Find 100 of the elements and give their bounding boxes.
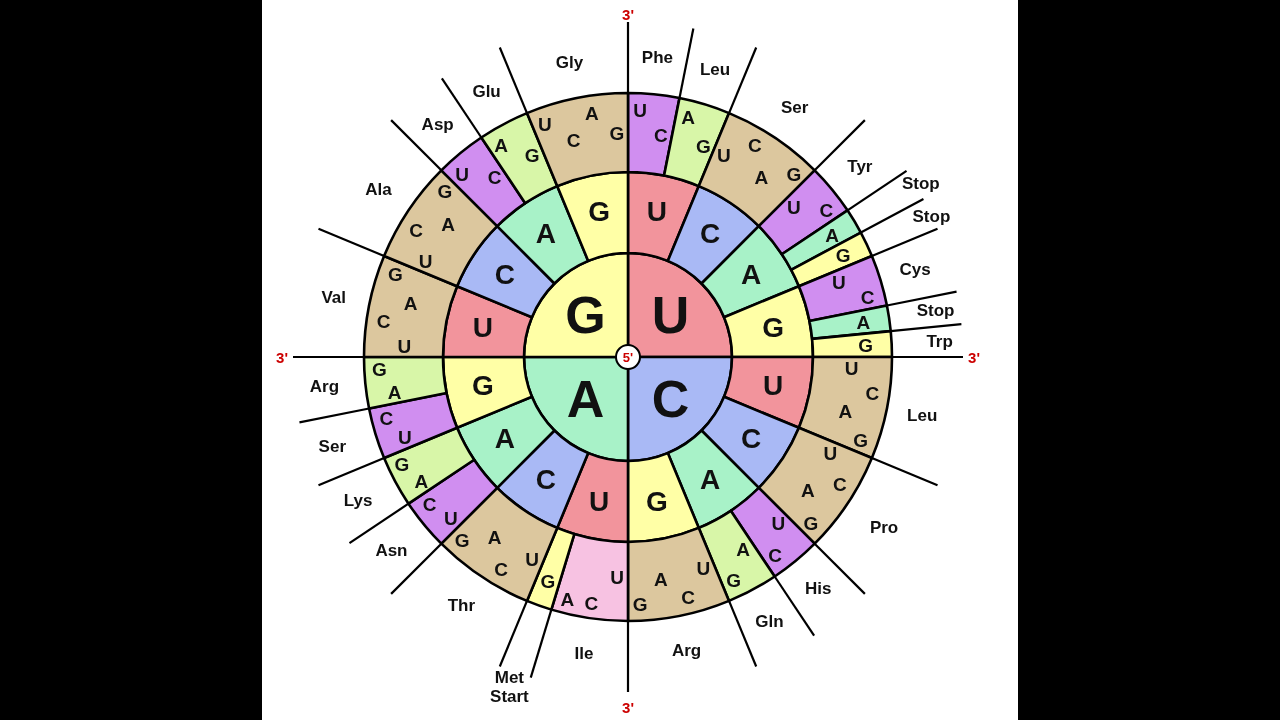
amino-acid-label: Tyr	[847, 157, 873, 176]
base-letter: A	[414, 471, 429, 491]
base-letter: G	[726, 570, 741, 590]
base-letter: A	[494, 425, 516, 454]
amino-acid-label: Phe	[641, 49, 673, 68]
strand-end-label: 3'	[968, 349, 980, 365]
strand-end-label: 5'	[622, 350, 634, 364]
amino-acid-label: Lys	[343, 491, 373, 511]
base-letter: G	[803, 513, 819, 533]
base-letter: C	[860, 287, 875, 307]
base-letter: U	[633, 100, 647, 120]
amino-acid-label: Asn	[375, 541, 408, 561]
amino-acid-label: Gly	[555, 53, 584, 73]
amino-acid-label: Trp	[926, 332, 953, 352]
base-letter: C	[494, 260, 516, 289]
base-letter: C	[700, 219, 721, 248]
base-letter: G	[471, 371, 494, 400]
base-letter: G	[540, 571, 556, 591]
base-letter: C	[819, 200, 834, 220]
base-letter: U	[763, 371, 784, 400]
base-letter: C	[535, 466, 556, 495]
base-letter: G	[394, 454, 410, 474]
base-letter: G	[565, 288, 606, 341]
strand-end-label: 3'	[276, 349, 288, 365]
base-letter: A	[566, 373, 605, 426]
base-letter: A	[494, 135, 508, 155]
amino-acid-label: Ala	[365, 181, 392, 200]
base-letter: A	[740, 260, 762, 289]
base-letter: U	[696, 558, 711, 578]
base-letter: A	[754, 167, 769, 187]
amino-acid-label: Cys	[899, 260, 931, 280]
base-letter: U	[651, 288, 690, 341]
amino-acid-label: Gln	[755, 612, 784, 631]
base-letter: G	[762, 314, 785, 343]
base-letter: U	[397, 336, 412, 356]
base-letter: U	[525, 550, 540, 569]
second-base-sector	[555, 170, 630, 263]
base-letter: A	[736, 539, 750, 559]
base-letter: G	[524, 145, 540, 164]
base-letter: U	[472, 314, 493, 343]
amino-acid-label: Ile	[574, 644, 594, 664]
base-letter: A	[700, 466, 721, 495]
base-letter: U	[646, 197, 667, 226]
base-letter: C	[681, 587, 695, 607]
amino-acid-label: Stop	[912, 208, 951, 227]
amino-acid-label: Ser	[780, 98, 809, 117]
base-letter: A	[825, 225, 839, 245]
base-letter: A	[535, 219, 556, 248]
amino-acid-label: Stop	[901, 174, 940, 194]
base-letter: A	[681, 107, 695, 127]
base-letter: G	[588, 197, 610, 226]
amino-acid-label: Val	[321, 289, 347, 308]
amino-acid-label: Arg	[671, 641, 702, 661]
base-letter: G	[632, 594, 648, 614]
base-letter: C	[584, 593, 599, 613]
amino-acid-label: Arg	[309, 377, 340, 397]
amino-acid-label: Thr	[447, 597, 475, 616]
base-letter: C	[651, 373, 690, 426]
amino-acid-label: Ser	[318, 437, 346, 457]
base-letter: A	[560, 589, 575, 609]
strand-end-label: 3'	[622, 699, 634, 715]
base-letter: U	[444, 508, 458, 527]
base-letter: U	[771, 513, 786, 533]
base-letter: C	[748, 135, 762, 155]
base-letter: C	[865, 383, 880, 403]
base-letter: G	[696, 136, 711, 156]
base-letter: C	[422, 494, 437, 514]
base-letter: A	[856, 312, 871, 332]
base-letter: C	[566, 130, 581, 150]
base-letter: U	[787, 197, 801, 217]
base-letter: A	[387, 382, 402, 402]
base-letter: U	[716, 145, 731, 164]
base-letter: C	[376, 311, 391, 331]
base-letter: A	[654, 569, 668, 589]
base-letter: U	[537, 114, 552, 134]
base-letter: G	[645, 488, 668, 517]
strand-end-label: 3'	[622, 6, 634, 22]
base-letter: U	[823, 443, 838, 463]
base-letter: U	[844, 358, 859, 378]
third-base-sector	[525, 91, 630, 188]
base-letter: A	[838, 401, 853, 421]
base-letter: G	[371, 359, 387, 379]
base-letter: G	[388, 264, 403, 284]
amino-acid-label: His	[805, 579, 832, 599]
base-letter: U	[455, 164, 469, 184]
base-letter: C	[833, 474, 847, 494]
base-letter: G	[786, 164, 802, 184]
base-letter: C	[494, 559, 508, 579]
base-letter: C	[409, 220, 423, 240]
base-letter: G	[454, 530, 470, 550]
base-letter: U	[832, 272, 846, 292]
base-letter: C	[768, 545, 782, 565]
base-letter: A	[441, 214, 455, 234]
amino-acid-label: Leu	[699, 60, 731, 80]
base-letter: C	[379, 408, 394, 427]
base-letter: U	[610, 567, 625, 587]
amino-acid-label: Leu	[907, 406, 938, 425]
third-base-sector	[797, 355, 894, 460]
amino-acid-label: Stop	[916, 302, 955, 321]
base-letter: C	[740, 425, 762, 454]
